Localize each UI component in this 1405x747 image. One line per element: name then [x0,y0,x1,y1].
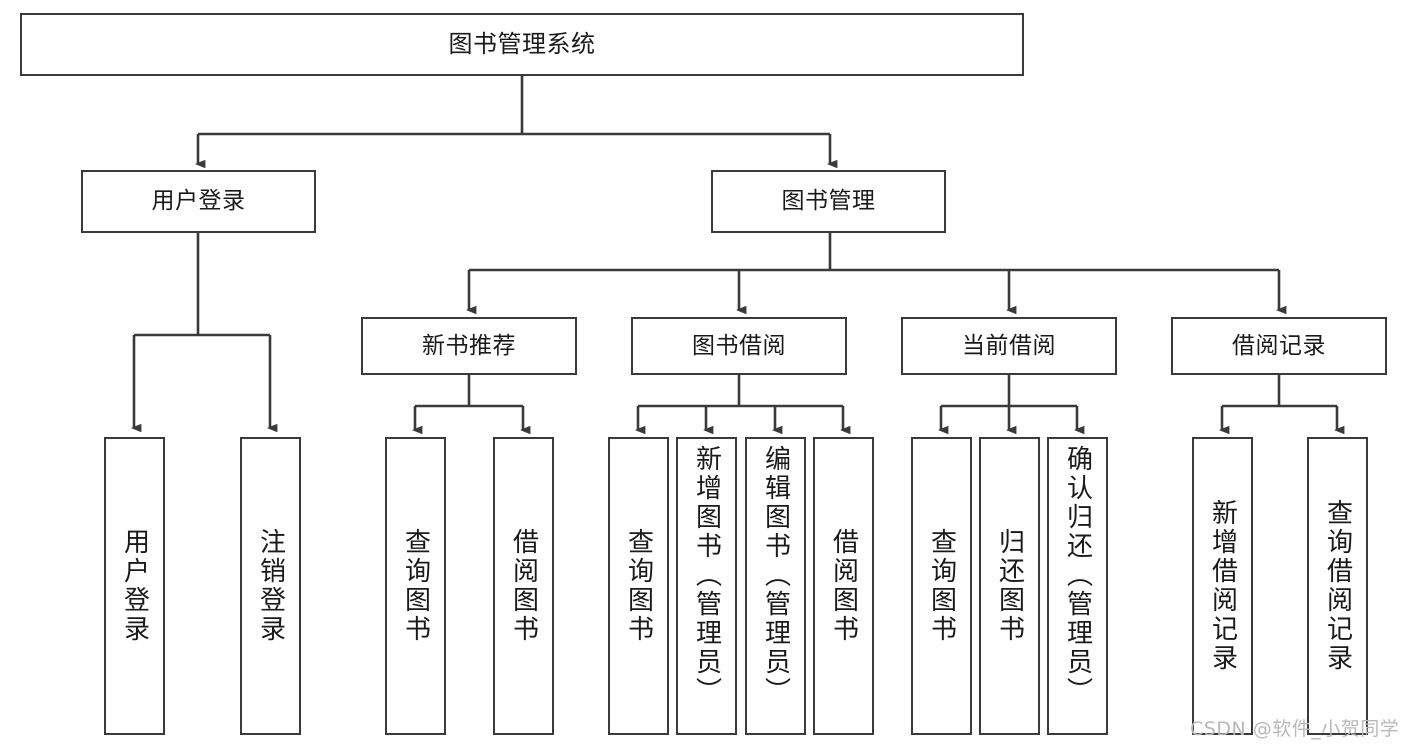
node-label: 图书管理系统 [448,29,596,58]
node-root[interactable]: 图书管理系统 [20,13,1024,76]
node-label: 借阅图书 [828,528,859,644]
node-label: 确认归还（管理员） [1062,445,1093,706]
node-book-borrow[interactable]: 图书借阅 [631,317,847,375]
node-current-borrow[interactable]: 当前借阅 [901,317,1117,375]
node-label: 查询图书 [926,528,957,644]
leaf-borrow-books[interactable]: 借阅图书 [813,437,874,735]
node-label: 注销登录 [255,528,286,644]
node-label: 图书管理 [781,188,876,215]
leaf-query-books-current[interactable]: 查询图书 [911,437,972,735]
leaf-confirm-return-admin[interactable]: 确认归还（管理员） [1047,437,1108,735]
node-user-login[interactable]: 用户登录 [81,170,316,233]
node-label: 图书借阅 [692,332,786,359]
node-label: 归还图书 [994,528,1025,644]
node-label: 借阅图书 [508,528,539,644]
node-label: 编辑图书（管理员） [760,445,791,706]
node-label: 查询图书 [623,528,654,644]
leaf-user-login[interactable]: 用户登录 [104,437,165,735]
node-label: 用户登录 [119,528,150,644]
node-book-management[interactable]: 图书管理 [711,170,946,233]
leaf-borrow-books-new[interactable]: 借阅图书 [493,437,554,735]
leaf-query-books-borrow[interactable]: 查询图书 [608,437,669,735]
leaf-query-books-new[interactable]: 查询图书 [385,437,446,735]
node-label: 查询图书 [400,528,431,644]
leaf-add-book-admin[interactable]: 新增图书（管理员） [676,437,737,735]
node-label: 新增图书（管理员） [691,445,722,706]
leaf-add-borrow-record[interactable]: 新增借阅记录 [1192,437,1253,735]
node-label: 借阅记录 [1232,332,1326,359]
node-label: 当前借阅 [962,332,1056,359]
leaf-edit-book-admin[interactable]: 编辑图书（管理员） [745,437,806,735]
leaf-query-borrow-record[interactable]: 查询借阅记录 [1307,437,1368,735]
node-label: 新增借阅记录 [1207,499,1238,673]
node-label: 查询借阅记录 [1322,499,1353,673]
node-label: 用户登录 [151,188,246,215]
leaf-logout[interactable]: 注销登录 [240,437,301,735]
node-new-book-recommend[interactable]: 新书推荐 [361,317,577,375]
leaf-return-books[interactable]: 归还图书 [979,437,1040,735]
watermark-text: CSDN @软件_小贺同学 [1190,718,1400,740]
node-borrow-records[interactable]: 借阅记录 [1171,317,1387,375]
node-label: 新书推荐 [422,332,516,359]
